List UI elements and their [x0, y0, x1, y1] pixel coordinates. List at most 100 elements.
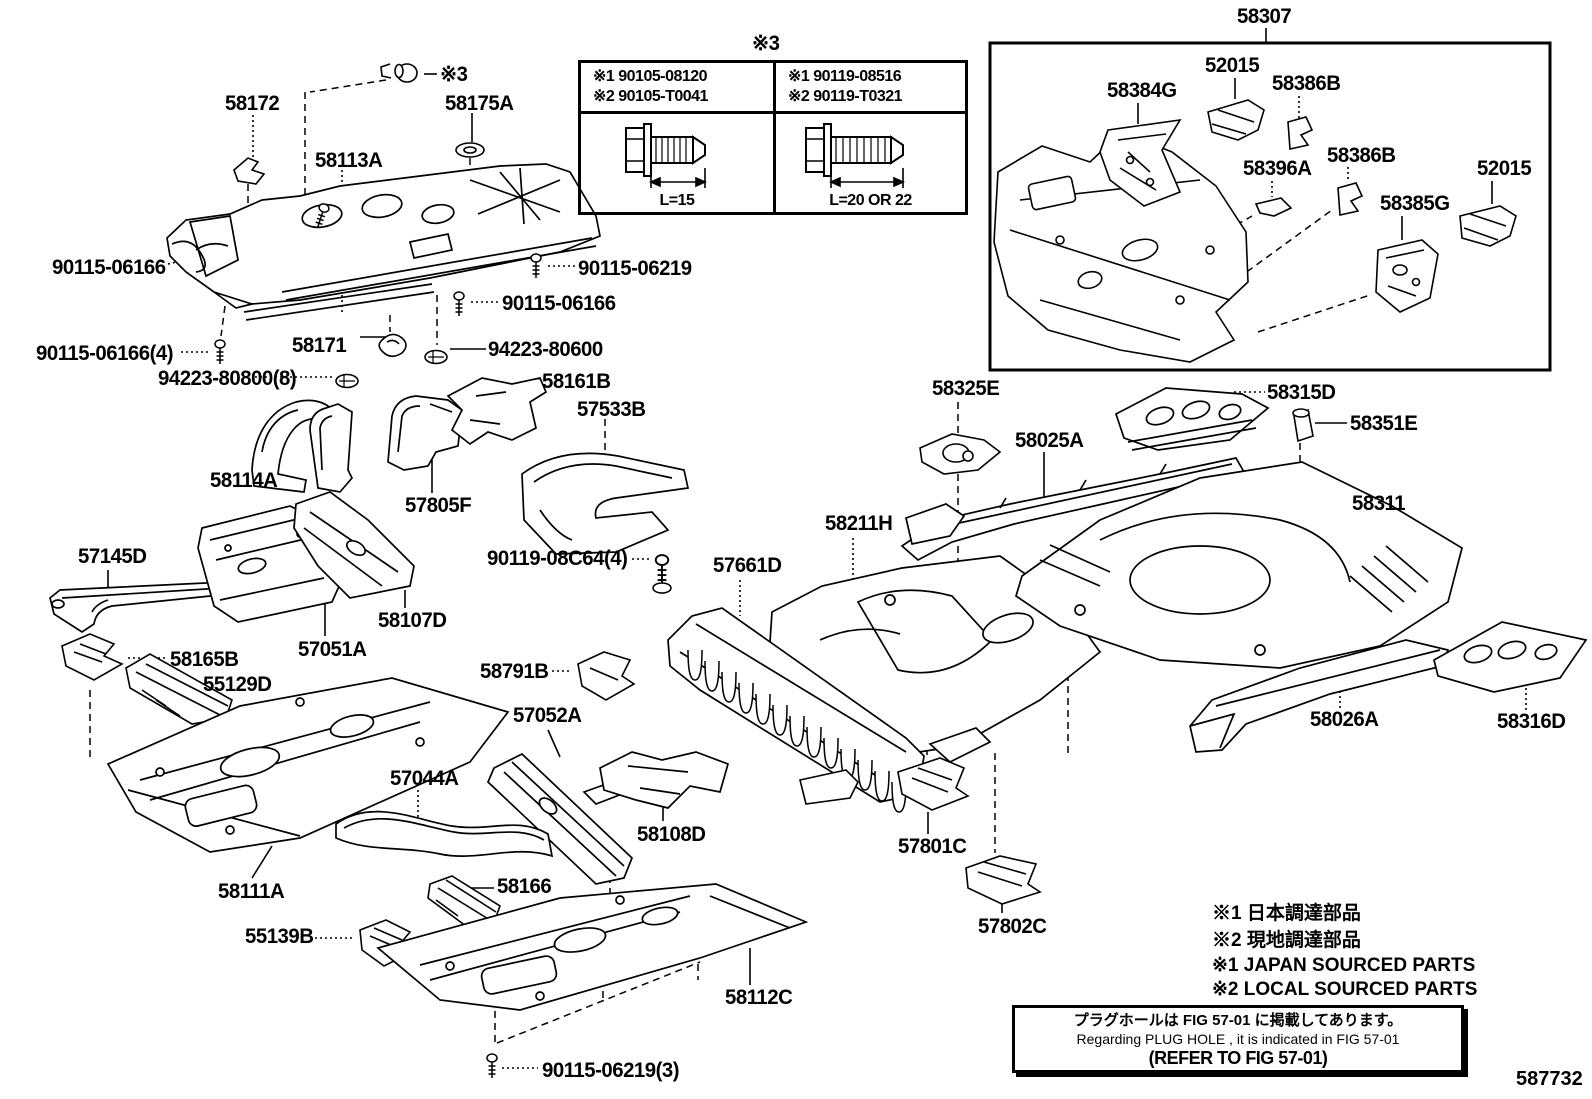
- bolt-reference-table: ※1 90105-08120 ※2 90105-T0041 ※1 90119-0…: [578, 60, 968, 215]
- legend-jp-local-sourced: ※2 現地調達部品: [1212, 930, 1361, 951]
- part-58114a-brace: [251, 399, 334, 493]
- part-57805f-bracket: [387, 395, 463, 471]
- part-58161b-bracket: [446, 377, 548, 446]
- part-label-58171: 58171: [292, 334, 347, 357]
- part-label-58026a: 58026A: [1310, 708, 1379, 731]
- part-label-57145d: 57145D: [78, 545, 147, 568]
- part-58108d-bracket: [599, 751, 730, 809]
- part-58351e-grommet: [1292, 408, 1314, 443]
- part-label-58386b-a: 58386B: [1272, 72, 1341, 95]
- part-58386b-a-clip: [1287, 116, 1314, 150]
- bolt-part-number: ※1 90105-08120: [593, 68, 708, 85]
- part-front-floor-upper-assembly: [166, 163, 601, 321]
- part-58311-rear-floor-pan: [1015, 461, 1463, 669]
- part-label-58111a: 58111A: [218, 880, 285, 903]
- bolt-table-header-left: ※1 90105-08120 ※2 90105-T0041: [581, 63, 773, 111]
- part-label-58384g: 58384G: [1107, 79, 1177, 102]
- bolt-length-label: L=15: [659, 192, 695, 209]
- part-label-58211h: 58211H: [825, 512, 893, 535]
- part-label-57801c: 57801C: [898, 835, 967, 858]
- part-label-57802c: 57802C: [978, 915, 1047, 938]
- bolt-table-cell-right: L=20 OR 22: [773, 114, 965, 212]
- part-58111a-floor-panel: [106, 677, 510, 853]
- part-label-90115-06219: 90115-06219: [578, 257, 692, 280]
- bolt-ref3-icon: [380, 63, 418, 83]
- part-58315d-panel: [1114, 387, 1270, 451]
- screw-90119-08c64-icon: [652, 554, 672, 594]
- bolt-table-cell-left: L=15: [581, 114, 773, 212]
- part-label-58315d: 58315D: [1267, 381, 1336, 404]
- bolt-illustration-long: [804, 123, 905, 188]
- part-label-57044a: 57044A: [390, 767, 459, 790]
- part-label-58351e: 58351E: [1350, 412, 1418, 435]
- ref-table-marker: ※3: [752, 32, 780, 55]
- part-label-90115-06219-3: 90115-06219(3): [542, 1059, 680, 1082]
- clip-94223-80800-icon: [335, 373, 359, 389]
- part-label-52015-b: 52015: [1477, 157, 1532, 180]
- legend-jp-japan-sourced: ※1 日本調達部品: [1212, 903, 1361, 924]
- part-label-90115-06166-a: 90115-06166: [52, 256, 166, 279]
- part-label-ref3: ※3: [440, 63, 468, 86]
- part-label-90119-08c64-4: 90119-08C64(4): [487, 547, 628, 570]
- part-label-57051a: 57051A: [298, 638, 367, 661]
- part-label-57805f: 57805F: [405, 494, 472, 517]
- part-57044a-rail: [335, 810, 554, 858]
- part-seat-bracket-plate: [799, 769, 859, 805]
- plug-hole-note-box: プラグホールは FIG 57-01 に掲載してあります。 Regarding P…: [1012, 1005, 1464, 1073]
- part-52015a-bracket: [1207, 99, 1265, 141]
- part-label-90115-06166-b: 90115-06166: [502, 292, 616, 315]
- part-58165b-bracket: [61, 633, 124, 681]
- part-label-90115-06166-4: 90115-06166(4): [36, 342, 174, 365]
- bolt-table-body-row: L=15 L=20 OR 22: [581, 114, 965, 212]
- part-label-58311: 58311: [1352, 492, 1406, 515]
- screw-90115-06166-b-icon: [453, 291, 465, 317]
- screw-90115-06219-3-icon: [486, 1053, 498, 1079]
- part-57802c-bracket: [965, 855, 1042, 905]
- part-rear-upper-panel-assembly: [993, 131, 1249, 363]
- part-57533b-plate: [521, 452, 690, 555]
- part-label-58112c: 58112C: [725, 986, 793, 1009]
- legend-en-local-sourced: ※2 LOCAL SOURCED PARTS: [1212, 979, 1478, 1000]
- note-line-japanese: プラグホールは FIG 57-01 に掲載してあります。: [1073, 1012, 1403, 1029]
- part-label-58386b-b: 58386B: [1327, 144, 1396, 167]
- part-label-58161b: 58161B: [542, 370, 611, 393]
- part-label-52015-a: 52015: [1205, 54, 1260, 77]
- part-58325e-gasket: [919, 433, 1002, 475]
- part-label-58175a: 58175A: [445, 92, 514, 115]
- part-58175a-clip: [455, 142, 485, 158]
- part-label-57533b: 57533B: [577, 398, 646, 421]
- part-label-58396a: 58396A: [1243, 157, 1312, 180]
- part-label-58025a: 58025A: [1015, 429, 1084, 452]
- part-label-58114a: 58114A: [210, 469, 278, 492]
- part-58791b-bracket: [577, 651, 636, 701]
- screw-90115-06166-4-icon: [214, 339, 226, 365]
- part-58171-grommet: [378, 333, 407, 358]
- part-label-58307: 58307: [1237, 5, 1292, 28]
- part-label-58108d: 58108D: [637, 823, 706, 846]
- part-58316d-panel: [1433, 621, 1588, 693]
- part-57801c-bracket: [897, 757, 970, 811]
- part-label-55129d: 55129D: [203, 673, 272, 696]
- bolt-table-header-row: ※1 90105-08120 ※2 90105-T0041 ※1 90119-0…: [581, 63, 965, 114]
- bolt-part-number: ※1 90119-08516: [788, 68, 902, 85]
- figure-number: 587732: [1516, 1068, 1583, 1090]
- legend-en-japan-sourced: ※1 JAPAN SOURCED PARTS: [1212, 955, 1476, 976]
- note-line-english: Regarding PLUG HOLE , it is indicated in…: [1076, 1030, 1400, 1047]
- bolt-part-number: ※2 90105-T0041: [593, 88, 708, 105]
- part-label-58325e: 58325E: [932, 377, 1000, 400]
- note-line-refer: (REFER TO FIG 57-01): [1148, 1048, 1328, 1068]
- part-label-58113a: 58113A: [315, 149, 383, 172]
- part-58384g-gusset: [1099, 118, 1182, 207]
- part-58172-bracket: [233, 157, 266, 185]
- inset-box-58307: [988, 41, 1552, 372]
- part-58112c-floor-panel: [376, 883, 809, 1011]
- part-label-58385g: 58385G: [1380, 192, 1450, 215]
- part-52015b-bracket: [1459, 205, 1517, 247]
- part-58107d-brace-panel: [293, 491, 415, 599]
- bolt-illustration-short: [625, 123, 707, 188]
- part-label-58166: 58166: [497, 875, 552, 898]
- part-58114a-pillar-brace: [309, 403, 354, 493]
- part-57145d-rail: [49, 581, 232, 634]
